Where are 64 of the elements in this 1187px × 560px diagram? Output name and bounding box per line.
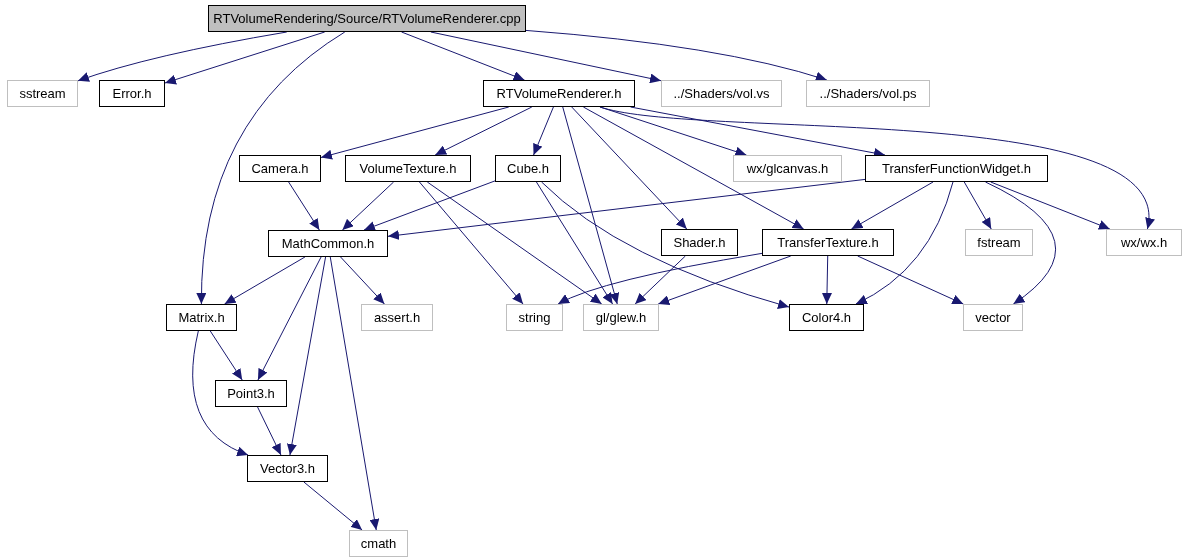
file-box: vector xyxy=(963,304,1023,331)
arrow xyxy=(164,31,326,85)
arrow xyxy=(196,31,346,305)
arrow xyxy=(288,181,320,231)
arrow xyxy=(541,181,790,309)
arrow xyxy=(963,181,992,230)
file-box: gl/glew.h xyxy=(583,304,659,331)
arrow xyxy=(634,255,686,305)
file-box: RTVolumeRenderer.h xyxy=(483,80,635,107)
file-box: ../Shaders/vol.ps xyxy=(806,80,930,107)
file-box: Cube.h xyxy=(495,155,561,182)
arrow xyxy=(329,256,380,531)
file-box: Shader.h xyxy=(661,229,738,256)
arrow xyxy=(990,181,1111,230)
arrow xyxy=(857,255,964,305)
arrow xyxy=(822,255,832,305)
arrow xyxy=(562,106,620,305)
file-box: VolumeTexture.h xyxy=(345,155,471,182)
file-box: RTVolumeRendering/Source/RTVolumeRenderer.cpp xyxy=(208,5,526,32)
file-box: string xyxy=(506,304,563,331)
arrow xyxy=(209,330,243,381)
arrow xyxy=(430,31,662,84)
file-box: assert.h xyxy=(361,304,433,331)
arrow xyxy=(657,255,792,305)
file-box: wx/glcanvas.h xyxy=(733,155,842,182)
arrow xyxy=(363,180,496,231)
arrow xyxy=(855,181,954,305)
file-box: Matrix.h xyxy=(166,304,237,331)
file-box: ../Shaders/vol.vs xyxy=(661,80,782,107)
arrow xyxy=(582,106,805,230)
file-box: Camera.h xyxy=(239,155,321,182)
arrow xyxy=(426,181,603,305)
arrow xyxy=(257,406,282,456)
arrow xyxy=(286,256,327,456)
arrow xyxy=(434,106,533,156)
file-box: MathCommon.h xyxy=(268,230,388,257)
arrow xyxy=(599,106,1152,230)
arrow xyxy=(303,481,363,531)
arrow xyxy=(224,256,306,305)
arrow xyxy=(257,256,322,381)
file-box: fstream xyxy=(965,229,1033,256)
file-box: Color4.h xyxy=(789,304,864,331)
file-box: Point3.h xyxy=(215,380,287,407)
file-box: Error.h xyxy=(99,80,165,107)
arrow xyxy=(320,106,510,160)
file-box: TransferTexture.h xyxy=(762,229,894,256)
file-box: TransferFunctionWidget.h xyxy=(865,155,1048,182)
file-box: Vector3.h xyxy=(247,455,328,482)
arrow xyxy=(557,252,763,305)
arrow xyxy=(571,106,688,230)
file-box: sstream xyxy=(7,80,78,107)
file-box: wx/wx.h xyxy=(1106,229,1182,256)
arrow xyxy=(192,330,249,456)
arrow xyxy=(341,181,395,231)
arrow xyxy=(533,106,554,156)
arrow xyxy=(535,181,614,305)
arrow xyxy=(418,181,524,305)
arrow xyxy=(850,181,934,230)
arrow xyxy=(985,181,1056,305)
arrow xyxy=(340,256,385,305)
file-box: cmath xyxy=(349,530,408,557)
arrow xyxy=(525,29,828,82)
arrow xyxy=(387,178,866,240)
arrow xyxy=(401,31,525,81)
